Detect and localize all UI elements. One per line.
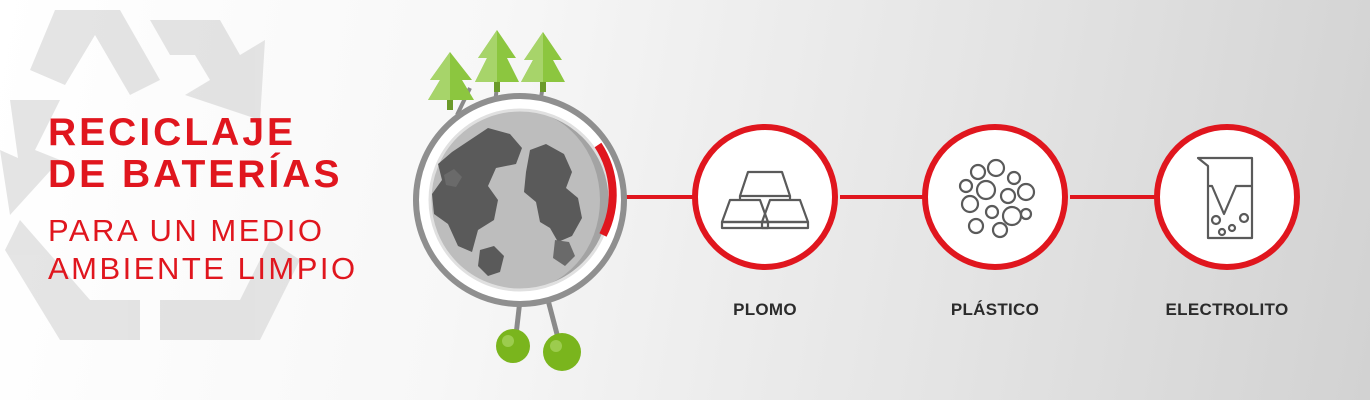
material-node-electrolito (1154, 124, 1300, 270)
subheadline-line-2: AMBIENTE LIMPIO (48, 251, 358, 286)
tree-icon (428, 52, 474, 116)
tree-icon (521, 32, 565, 105)
headline: RECICLAJE DE BATERÍAS (48, 112, 342, 196)
plastic-pellets-icon (958, 158, 1036, 239)
lead-ingots-icon (720, 170, 810, 230)
globe-icon (413, 93, 627, 307)
headline-line-1: RECICLAJE (48, 111, 297, 154)
headline-line-2: DE BATERÍAS (48, 153, 343, 196)
material-node-plomo (692, 124, 838, 270)
electrolyte-beaker-icon (1196, 156, 1254, 240)
subheadline-line-1: PARA UN MEDIO (48, 213, 325, 248)
recycle-watermark-icon (0, 10, 300, 340)
left-foot-icon (496, 329, 530, 363)
subheadline: PARA UN MEDIO AMBIENTE LIMPIO (48, 212, 358, 288)
material-label-plomo: PLOMO (733, 300, 797, 319)
material-label-plastico: PLÁSTICO (950, 300, 1040, 319)
material-node-plastico (922, 124, 1068, 270)
right-foot-icon (543, 333, 581, 371)
material-label-electrolito: ELECTROLITO (1165, 300, 1289, 319)
globe-legs (496, 299, 581, 371)
